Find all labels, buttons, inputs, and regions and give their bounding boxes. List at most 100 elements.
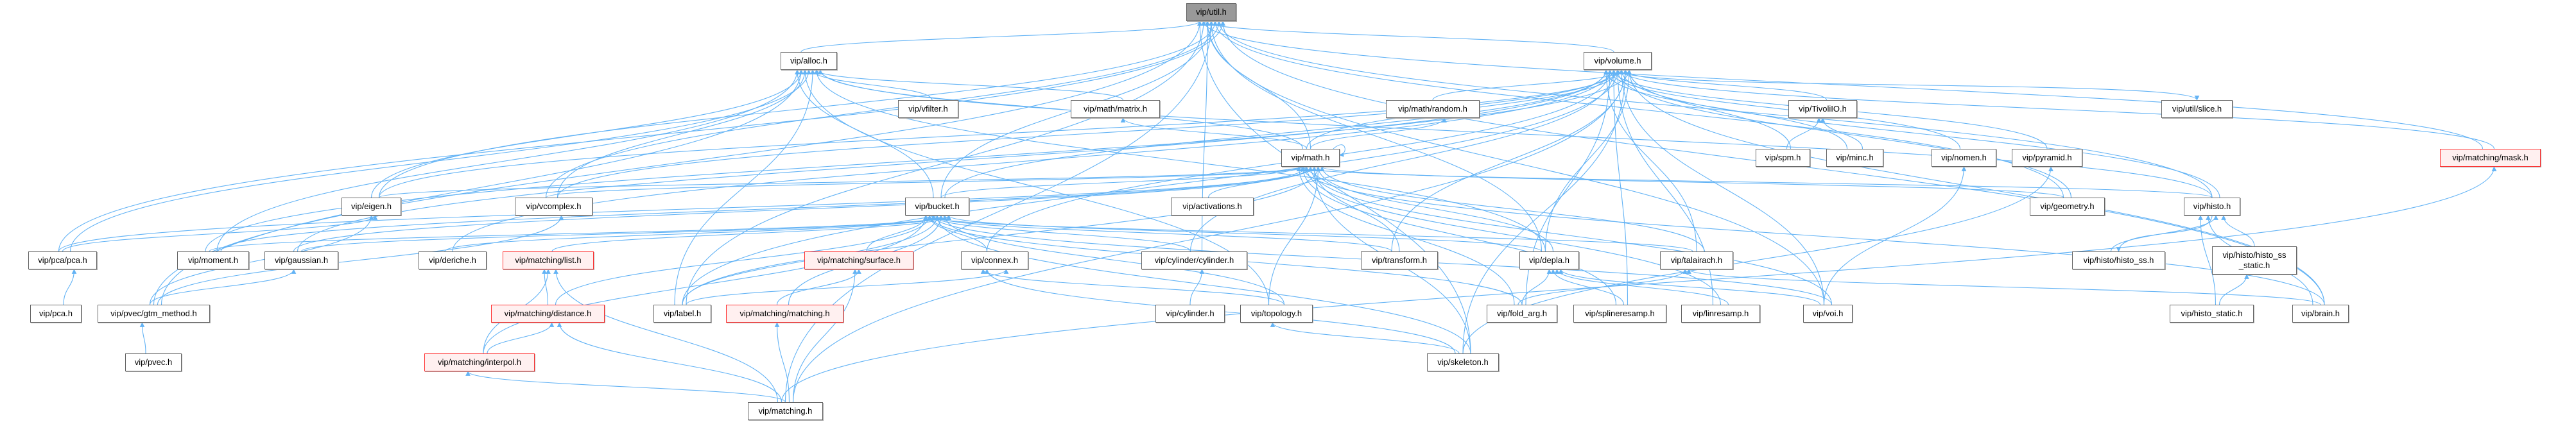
graph-node-histo-ss-static[interactable]: vip/histo/histo_ss _static.h bbox=[2212, 246, 2297, 275]
edge-moment-to-volume bbox=[205, 69, 1632, 252]
graph-node-slice[interactable]: vip/util/slice.h bbox=[2161, 100, 2233, 118]
graph-node-deriche[interactable]: vip/deriche.h bbox=[419, 251, 487, 269]
edge-distance-to-bucket bbox=[555, 215, 932, 305]
edge-cylcyl-to-volume bbox=[1189, 69, 1616, 252]
edge-cylcyl-to-util bbox=[1201, 21, 1210, 252]
edge-matrix-to-alloc bbox=[814, 69, 1124, 101]
edge-depla-to-math bbox=[1315, 166, 1554, 252]
edge-gtm-to-util bbox=[153, 21, 1202, 305]
graph-node-connex[interactable]: vip/connex.h bbox=[961, 251, 1028, 269]
graph-node-surface[interactable]: vip/matching/surface.h bbox=[804, 251, 913, 269]
graph-node-transform[interactable]: vip/transform.h bbox=[1361, 251, 1438, 269]
graph-node-random[interactable]: vip/math/random.h bbox=[1386, 100, 1480, 118]
graph-node-linresamp[interactable]: vip/linresamp.h bbox=[1681, 305, 1760, 323]
edge-depla-to-util bbox=[1209, 21, 1543, 252]
graph-node-brain[interactable]: vip/brain.h bbox=[2292, 305, 2349, 323]
edge-matching-to-interpol bbox=[465, 371, 786, 403]
graph-node-pvec[interactable]: vip/pvec.h bbox=[125, 353, 182, 371]
edge-voi-to-nomen bbox=[1823, 166, 1967, 305]
graph-node-pca[interactable]: vip/pca.h bbox=[30, 305, 82, 323]
graph-node-voi[interactable]: vip/voi.h bbox=[1803, 305, 1853, 323]
graph-node-fold-arg[interactable]: vip/fold_arg.h bbox=[1487, 305, 1557, 323]
graph-node-mask[interactable]: vip/matching/mask.h bbox=[2440, 149, 2541, 167]
graph-node-pcapca[interactable]: vip/pca/pca.h bbox=[28, 251, 97, 269]
edge-talairach-to-volume bbox=[1604, 69, 1697, 252]
graph-node-minc[interactable]: vip/minc.h bbox=[1826, 149, 1883, 167]
graph-node-cylcyl[interactable]: vip/cylinder/cylinder.h bbox=[1141, 251, 1247, 269]
edge-label-to-alloc bbox=[674, 69, 815, 305]
graph-node-math[interactable]: vip/math.h bbox=[1281, 149, 1340, 167]
graph-node-bucket[interactable]: vip/bucket.h bbox=[905, 198, 969, 216]
graph-node-activations[interactable]: vip/activations.h bbox=[1171, 198, 1254, 216]
edge-skeleton-to-volume bbox=[1462, 69, 1628, 354]
edge-vcomplex-to-volume bbox=[557, 69, 1616, 198]
edge-pcapca-to-util bbox=[58, 21, 1225, 252]
graph-node-geometry[interactable]: vip/geometry.h bbox=[2030, 198, 2105, 216]
edge-brain-to-talairach bbox=[1686, 269, 2321, 305]
graph-node-tivoli[interactable]: vip/TivoliIO.h bbox=[1788, 100, 1857, 118]
graph-node-distance[interactable]: vip/matching/distance.h bbox=[491, 305, 605, 323]
graph-node-depla[interactable]: vip/depla.h bbox=[1519, 251, 1579, 269]
edge-voi-to-volume bbox=[1619, 69, 1825, 305]
graph-node-cylinder[interactable]: vip/cylinder.h bbox=[1155, 305, 1225, 323]
graph-node-histo-static[interactable]: vip/histo_static.h bbox=[2170, 305, 2254, 323]
edge-pca-to-pcapca bbox=[63, 269, 77, 305]
graph-node-gaussian[interactable]: vip/gaussian.h bbox=[264, 251, 338, 269]
graph-node-volume[interactable]: vip/volume.h bbox=[1584, 52, 1652, 70]
edge-moment-to-alloc bbox=[216, 69, 800, 252]
graph-node-label[interactable]: vip/label.h bbox=[653, 305, 711, 323]
graph-node-eigen[interactable]: vip/eigen.h bbox=[341, 198, 401, 216]
edge-label-to-math bbox=[682, 166, 1321, 305]
graph-node-gtm[interactable]: vip/pvec/gtm_method.h bbox=[98, 305, 210, 323]
graph-node-nomen[interactable]: vip/nomen.h bbox=[1932, 149, 1996, 167]
graph-node-pyramid[interactable]: vip/pyramid.h bbox=[2012, 149, 2082, 167]
graph-node-vcomplex[interactable]: vip/vcomplex.h bbox=[515, 198, 592, 216]
graph-node-histo[interactable]: vip/histo.h bbox=[2184, 198, 2240, 216]
edge-topology-to-bucket bbox=[942, 215, 1285, 305]
edge-histo_ss_static-to-histo bbox=[2221, 215, 2255, 247]
edge-matching_matching-to-surface bbox=[776, 269, 861, 305]
edge-talairach-to-bucket bbox=[923, 215, 1693, 252]
edge-splineresamp-to-depla bbox=[1550, 269, 1625, 305]
graph-node-list[interactable]: vip/matching/list.h bbox=[503, 251, 594, 269]
graph-node-matching-matching[interactable]: vip/matching/matching.h bbox=[726, 305, 843, 323]
edge-pvec-to-gtm bbox=[139, 322, 146, 354]
edge-skeleton-to-topology bbox=[1270, 322, 1460, 354]
edge-histo-to-math bbox=[1297, 166, 2213, 198]
edge-pcapca-to-math bbox=[58, 166, 1317, 252]
graph-node-splineresamp[interactable]: vip/splineresamp.h bbox=[1573, 305, 1666, 323]
edge-eigen-to-volume bbox=[378, 69, 1620, 198]
graph-node-vfilter[interactable]: vip/vfilter.h bbox=[898, 100, 958, 118]
graph-node-spm[interactable]: vip/spm.h bbox=[1756, 149, 1810, 167]
edge-matching-to-surface bbox=[792, 269, 858, 403]
edge-math-to-random bbox=[1310, 117, 1447, 149]
edge-bucket-to-alloc bbox=[795, 69, 934, 198]
edge-pcapca-to-alloc bbox=[69, 69, 811, 252]
graph-node-talairach[interactable]: vip/talairach.h bbox=[1660, 251, 1733, 269]
graph-node-util: vip/util.h bbox=[1186, 3, 1236, 21]
graph-node-topology[interactable]: vip/topology.h bbox=[1240, 305, 1313, 323]
edge-histo-to-util bbox=[1216, 21, 2213, 198]
edge-splineresamp-to-math bbox=[1300, 166, 1617, 305]
graph-node-alloc[interactable]: vip/alloc.h bbox=[781, 52, 837, 70]
edge-voi-to-math bbox=[1308, 166, 1833, 305]
edge-minc-to-tivoli bbox=[1820, 117, 1863, 149]
edge-voi-to-util bbox=[1205, 21, 1825, 305]
graph-node-interpol[interactable]: vip/matching/interpol.h bbox=[424, 353, 535, 371]
edge-cylinder-to-cylcyl bbox=[1189, 269, 1205, 305]
graph-node-matrix[interactable]: vip/math/matrix.h bbox=[1071, 100, 1160, 118]
edge-math-self-loop bbox=[1333, 144, 1345, 157]
edge-gaussian-to-bucket bbox=[300, 215, 951, 252]
graph-node-moment[interactable]: vip/moment.h bbox=[177, 251, 249, 269]
edge-matching-to-volume bbox=[792, 69, 1628, 403]
edge-gtm-to-gaussian bbox=[149, 269, 297, 305]
edge-moment-to-bucket bbox=[209, 215, 947, 252]
graph-node-matching[interactable]: vip/matching.h bbox=[748, 402, 823, 420]
edge-topology-to-connex bbox=[980, 269, 1285, 305]
edge-label-to-connex bbox=[686, 269, 1009, 305]
edge-volume-to-util bbox=[1201, 21, 1614, 53]
graph-node-histo-ss[interactable]: vip/histo/histo_ss.h bbox=[2072, 251, 2165, 269]
edge-minc-to-volume bbox=[1604, 69, 1848, 149]
graph-node-skeleton[interactable]: vip/skeleton.h bbox=[1427, 353, 1499, 371]
edge-bucket-to-volume bbox=[944, 69, 1609, 198]
